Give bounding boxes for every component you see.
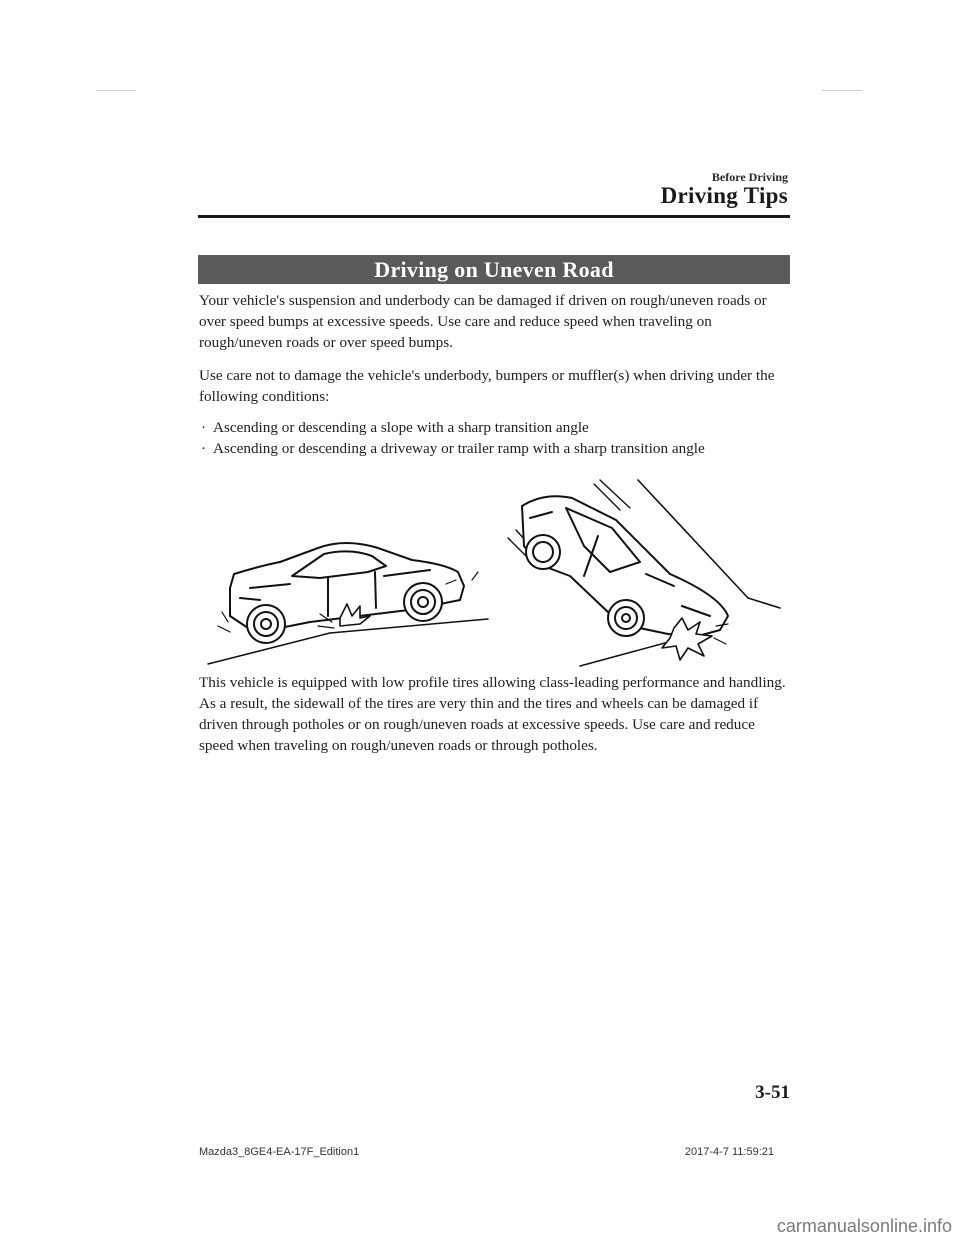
paragraph-low-profile-tires: This vehicle is equipped with low profil… [199, 674, 786, 754]
header-divider [198, 215, 790, 218]
crop-mark-right [822, 90, 862, 91]
footer-timestamp: 2017-4-7 11:59:21 [684, 1146, 774, 1158]
list-item: · Ascending or descending a slope with a … [199, 417, 791, 438]
list-item: · Ascending or descending a driveway or t… [199, 438, 791, 459]
paragraph-suspension-warning: Your vehicle's suspension and underbody … [199, 292, 767, 351]
sedan-on-slope-icon [207, 542, 489, 665]
list-item-text: Ascending or descending a slope with a s… [213, 419, 589, 436]
conditions-list: · Ascending or descending a slope with a … [199, 417, 791, 459]
bullet-marker: · [201, 440, 207, 457]
watermark: carmanualsonline.info [776, 1216, 952, 1236]
list-item-text: Ascending or descending a driveway or tr… [213, 440, 705, 457]
chapter-title: Driving Tips [660, 183, 788, 208]
uneven-road-illustration [207, 479, 781, 667]
crop-mark-left [96, 90, 136, 91]
section-title: Before Driving [711, 170, 788, 184]
paragraph-conditions-intro: Use care not to damage the vehicle's und… [199, 367, 775, 405]
hatchback-on-ramp-icon [507, 479, 781, 667]
footer-edition: Mazda3_8GE4-EA-17F_Edition1 [199, 1146, 360, 1158]
bullet-marker: · [201, 419, 207, 436]
page-number: 3-51 [755, 1082, 790, 1103]
topic-banner: Driving on Uneven Road [198, 255, 790, 284]
